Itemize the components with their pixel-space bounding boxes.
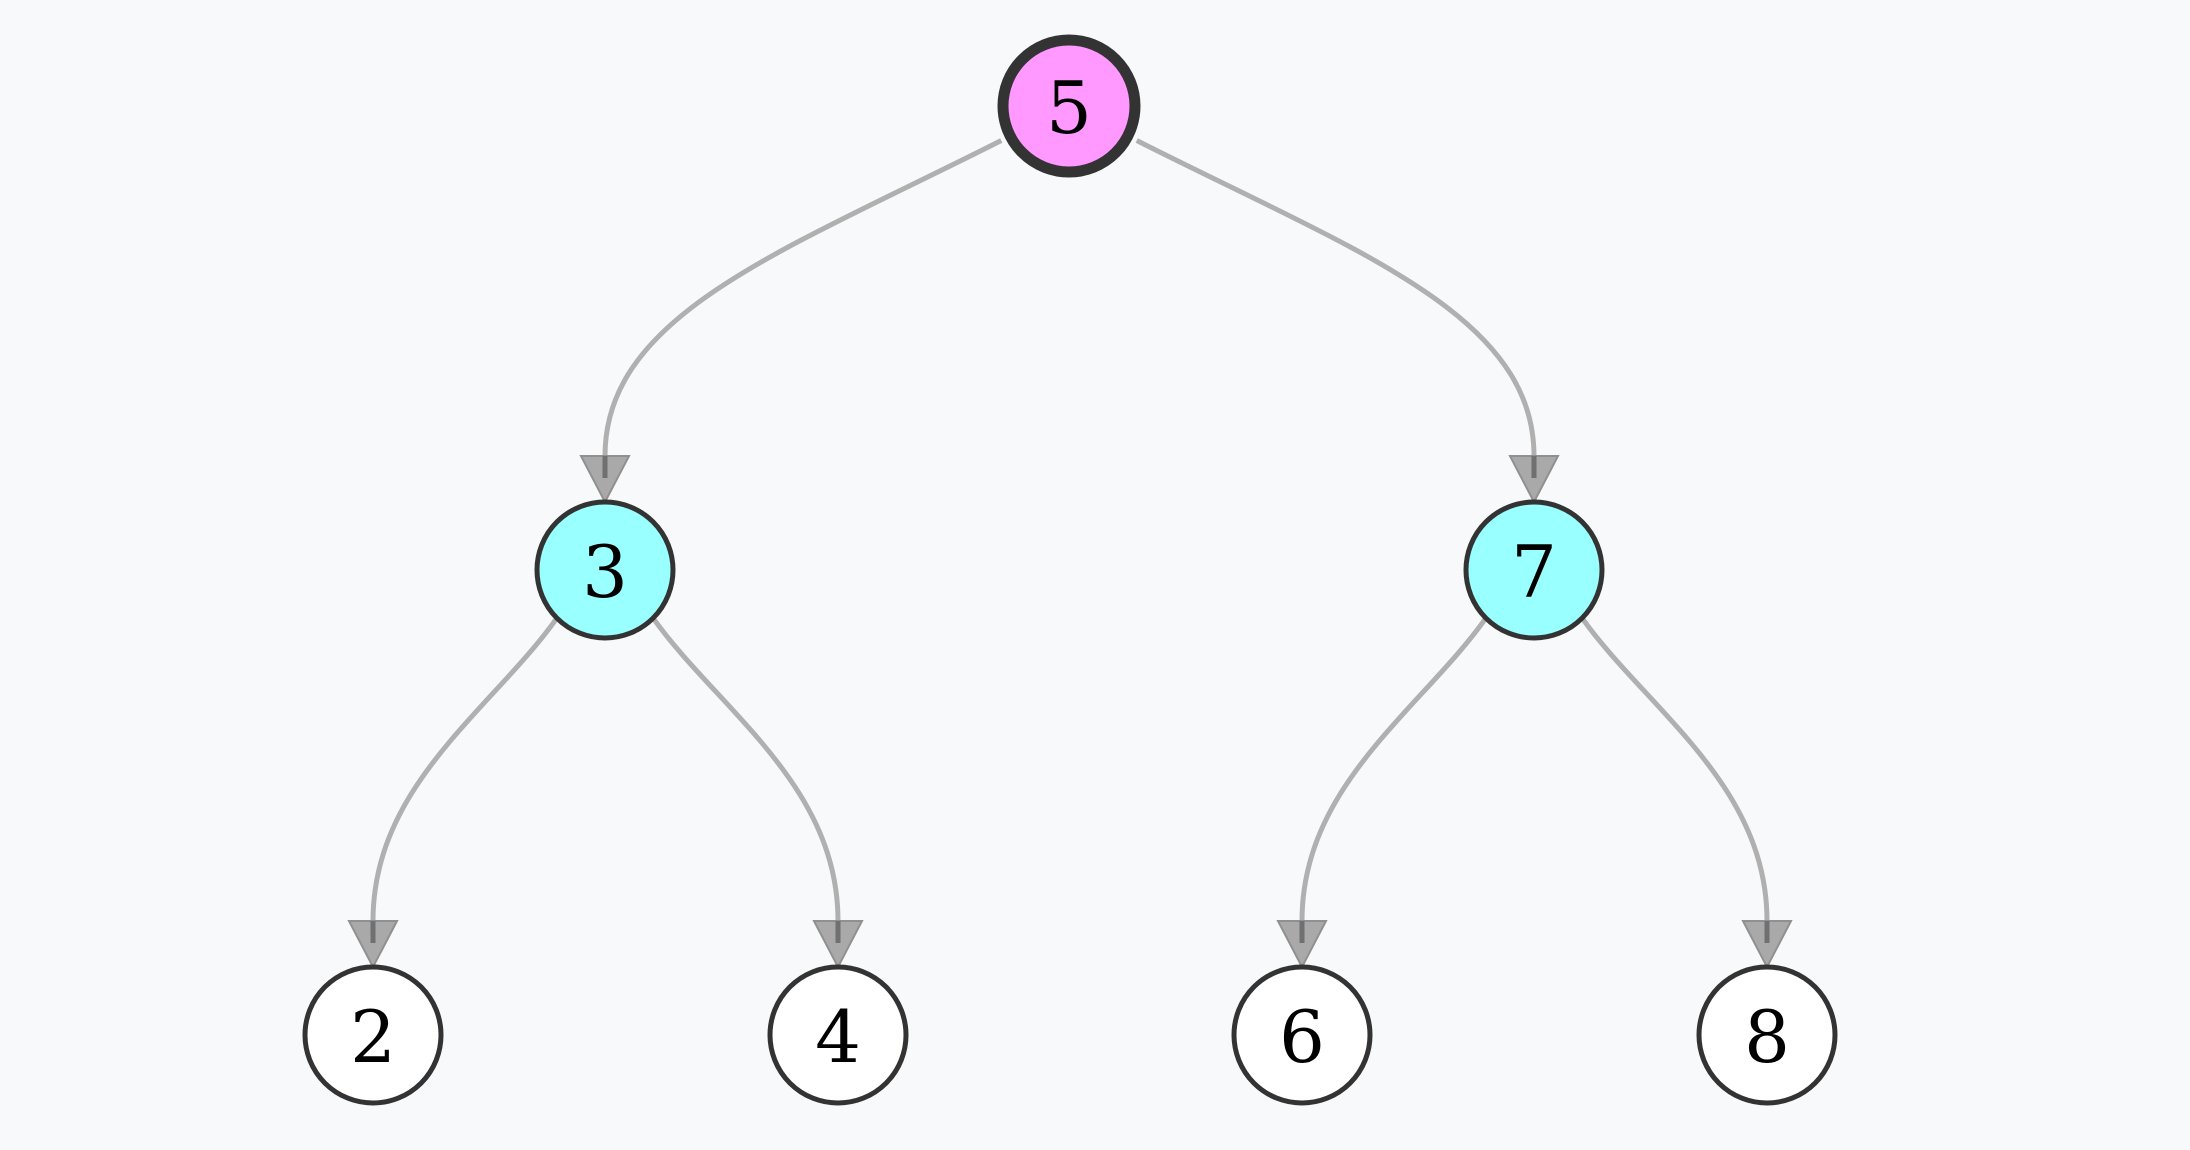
node-label: 8 [1744, 995, 1790, 1079]
node-label: 5 [1046, 66, 1092, 150]
edge-line [1135, 138, 1537, 457]
edge-n3-n2 [347, 616, 559, 970]
edge-n5-n7 [1135, 138, 1560, 505]
tree-node-3: 3 [534, 499, 676, 641]
node-label: 4 [815, 995, 861, 1079]
tree-node-6: 6 [1231, 964, 1373, 1106]
edge-line [651, 616, 841, 922]
node-circle [1231, 964, 1373, 1106]
node-label: 7 [1511, 530, 1557, 614]
edge-line [1299, 616, 1488, 922]
node-circle [302, 964, 444, 1106]
node-label: 6 [1279, 995, 1325, 1079]
tree-node-2: 2 [302, 964, 444, 1106]
node-circle [1463, 499, 1605, 641]
node-label: 3 [582, 530, 628, 614]
edge-n3-n4 [651, 616, 864, 970]
edge-line [370, 616, 559, 922]
node-circle [1696, 964, 1838, 1106]
nodes-layer: 5 3 7 2 4 6 8 [302, 34, 1838, 1106]
tree-node-7: 7 [1463, 499, 1605, 641]
node-circle [767, 964, 909, 1106]
node-circle [534, 499, 676, 641]
edge-n7-n8 [1580, 616, 1793, 970]
tree-node-4: 4 [767, 964, 909, 1106]
node-label: 2 [350, 995, 396, 1079]
root-node-circle [997, 34, 1141, 178]
tree-node-5: 5 [997, 34, 1141, 178]
edge-n7-n6 [1276, 616, 1488, 970]
edge-n5-n3 [579, 138, 1003, 505]
edges-layer [347, 138, 1793, 970]
tree-node-8: 8 [1696, 964, 1838, 1106]
edge-line [602, 138, 1003, 457]
edge-line [1580, 616, 1770, 922]
